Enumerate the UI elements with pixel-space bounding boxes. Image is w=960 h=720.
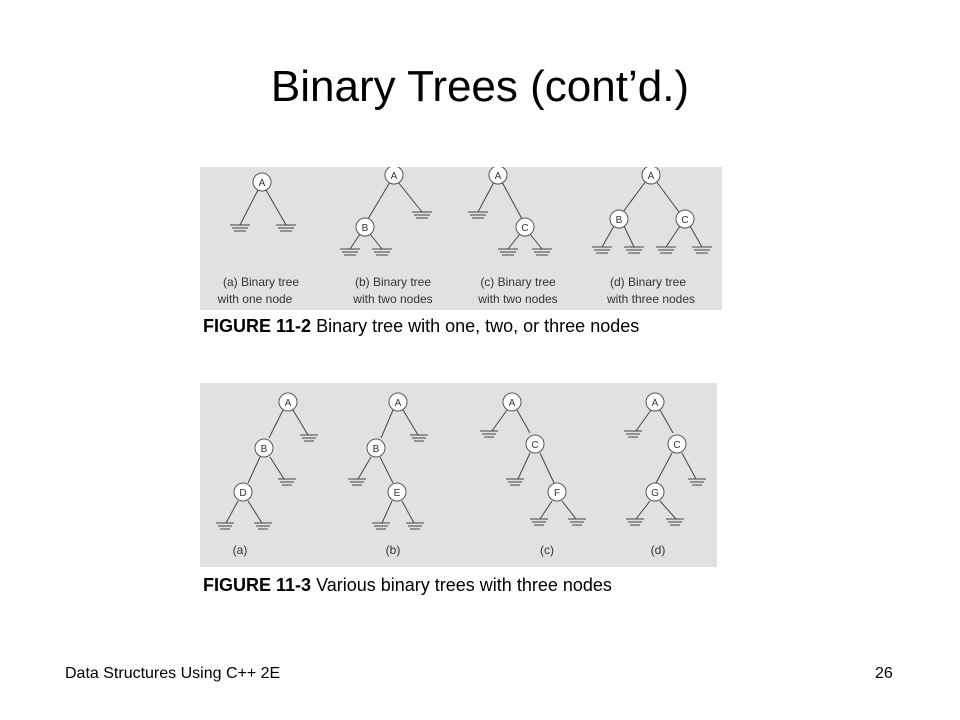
- figure-11-2-caption-text: Binary tree with one, two, or three node…: [316, 316, 640, 336]
- node-label: C: [673, 440, 680, 451]
- node-label: E: [394, 488, 401, 499]
- node-label: A: [391, 171, 398, 182]
- panel-d-label-line1: (d) Binary tree: [610, 275, 686, 289]
- panel-a-label-line2: with one node: [217, 292, 293, 306]
- panel-b-label-line2: with two nodes: [352, 292, 432, 306]
- panel-c-label: (c): [540, 543, 554, 557]
- node-label: B: [362, 223, 369, 234]
- footer-course-title: Data Structures Using C++ 2E: [65, 665, 281, 682]
- figure-11-3-image: A B D A B E A C F A C G (a) (b) (c) (d): [200, 383, 717, 567]
- panel-d-label-line2: with three nodes: [606, 292, 695, 306]
- node-label: A: [495, 171, 502, 182]
- figure-11-3-trees: A B D A B E A C F A C G (a) (b) (c) (d): [216, 392, 706, 557]
- panel-a-label: (a): [233, 543, 248, 557]
- node-label: F: [554, 488, 560, 499]
- node-label: A: [648, 171, 655, 182]
- figure-11-2-image: A A B A C A B C (a) Binary tree with one…: [200, 167, 722, 310]
- node-label: A: [395, 398, 402, 409]
- figure-11-3-caption-text: Various binary trees with three nodes: [316, 575, 612, 595]
- slide-title: Binary Trees (cont’d.): [270, 62, 690, 111]
- panel-c-label-line1: (c) Binary tree: [480, 275, 556, 289]
- figure-11-2-caption: FIGURE 11-2 Binary tree with one, two, o…: [203, 316, 639, 337]
- panel-a-label-line1: (a) Binary tree: [223, 275, 299, 289]
- panel-d-label: (d): [651, 543, 666, 557]
- node-label: C: [531, 440, 538, 451]
- panel-b-label: (b): [386, 543, 401, 557]
- node-label: A: [652, 398, 659, 409]
- node-a-circle: [252, 172, 272, 192]
- node-label: A: [285, 398, 292, 409]
- node-label: D: [239, 488, 246, 499]
- node-label: C: [521, 223, 528, 234]
- panel-b-label-line1: (b) Binary tree: [355, 275, 431, 289]
- figure-11-2-caption-label: FIGURE 11-2: [203, 316, 312, 336]
- panel-c-label-line2: with two nodes: [477, 292, 557, 306]
- figure-11-2-trees: A A B A C A B C (a) Binary tree with one…: [217, 167, 712, 306]
- figure-11-3-caption: FIGURE 11-3 Various binary trees with th…: [203, 575, 612, 596]
- node-label: B: [616, 215, 623, 226]
- node-label: G: [651, 488, 659, 499]
- node-label: B: [261, 444, 268, 455]
- node-label: B: [373, 444, 380, 455]
- figure-11-3-caption-label: FIGURE 11-3: [203, 575, 312, 595]
- node-label: A: [509, 398, 516, 409]
- node-label: C: [681, 215, 688, 226]
- node-label: A: [259, 178, 266, 189]
- page-number: 26: [875, 665, 893, 682]
